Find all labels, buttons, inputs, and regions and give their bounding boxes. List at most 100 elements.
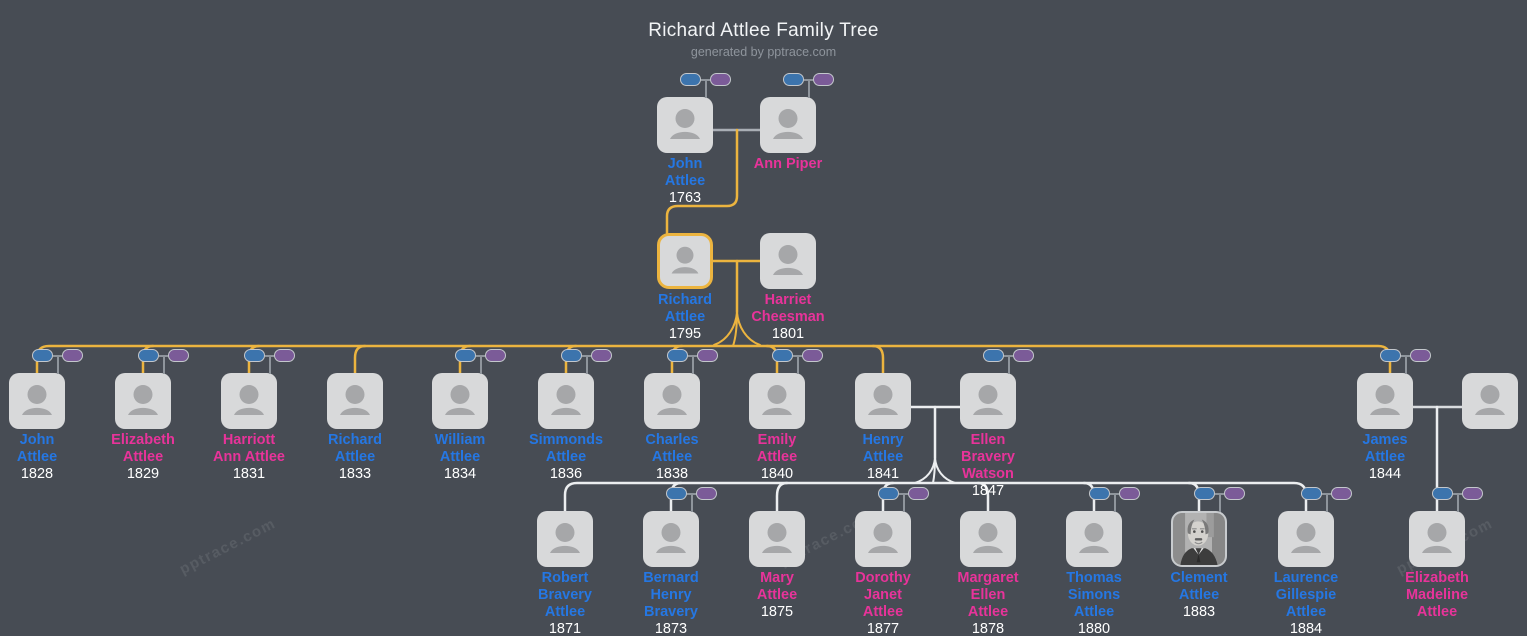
- mother-pill-icon[interactable]: [591, 349, 612, 362]
- pill-connector: [582, 354, 591, 374]
- parents-indicator[interactable]: [455, 349, 506, 374]
- father-pill-icon[interactable]: [244, 349, 265, 362]
- person-avatar-icon: [115, 373, 171, 429]
- father-pill-icon[interactable]: [680, 73, 701, 86]
- person-name-line: Harriet: [764, 292, 812, 308]
- person-label: Ann Piper: [732, 156, 844, 173]
- mother-pill-icon[interactable]: [1410, 349, 1431, 362]
- father-pill-icon[interactable]: [561, 349, 582, 362]
- parents-indicator[interactable]: [1380, 349, 1431, 374]
- mother-pill-icon[interactable]: [485, 349, 506, 362]
- person-photo: [1171, 511, 1227, 567]
- father-pill-icon[interactable]: [1380, 349, 1401, 362]
- person-birth-year: 1801: [771, 326, 805, 342]
- mother-pill-icon[interactable]: [1013, 349, 1034, 362]
- pill-connector: [793, 354, 802, 374]
- father-pill-icon[interactable]: [32, 349, 53, 362]
- father-pill-icon[interactable]: [772, 349, 793, 362]
- person-birth-year: 1763: [668, 190, 702, 206]
- person-name-line: Richard: [328, 432, 382, 448]
- person-name-line: Simons: [1067, 587, 1121, 603]
- father-pill-icon[interactable]: [1089, 487, 1110, 500]
- parents-indicator[interactable]: [783, 73, 834, 98]
- parents-indicator[interactable]: [244, 349, 295, 374]
- parents-indicator[interactable]: [561, 349, 612, 374]
- mother-pill-icon[interactable]: [168, 349, 189, 362]
- father-pill-icon[interactable]: [666, 487, 687, 500]
- parents-indicator[interactable]: [666, 487, 717, 512]
- parents-indicator[interactable]: [1194, 487, 1245, 512]
- parents-indicator[interactable]: [138, 349, 189, 374]
- pill-connector: [53, 354, 62, 374]
- pill-connector: [265, 354, 274, 374]
- person-name-line: Janet: [864, 587, 902, 603]
- mother-pill-icon[interactable]: [710, 73, 731, 86]
- parents-indicator[interactable]: [32, 349, 83, 374]
- parents-indicator[interactable]: [667, 349, 718, 374]
- mother-pill-icon[interactable]: [1462, 487, 1483, 500]
- mother-pill-icon[interactable]: [696, 487, 717, 500]
- father-pill-icon[interactable]: [1432, 487, 1453, 500]
- person-name-line: Harriott: [222, 432, 276, 448]
- mother-pill-icon[interactable]: [697, 349, 718, 362]
- person-name-line: Elizabeth: [111, 432, 175, 448]
- parents-indicator[interactable]: [878, 487, 929, 512]
- mother-pill-icon[interactable]: [1224, 487, 1245, 500]
- parents-indicator[interactable]: [680, 73, 731, 98]
- mother-pill-icon[interactable]: [274, 349, 295, 362]
- father-pill-icon[interactable]: [878, 487, 899, 500]
- person-avatar-icon: [9, 373, 65, 429]
- person-birth-year: 1880: [1077, 621, 1111, 636]
- mother-pill-icon[interactable]: [1119, 487, 1140, 500]
- mother-pill-icon[interactable]: [1331, 487, 1352, 500]
- person-name-line: James: [1362, 432, 1408, 448]
- father-pill-icon[interactable]: [1194, 487, 1215, 500]
- father-pill-icon[interactable]: [138, 349, 159, 362]
- person-name-line: Bernard: [643, 570, 699, 586]
- father-pill-icon[interactable]: [1301, 487, 1322, 500]
- father-pill-icon[interactable]: [455, 349, 476, 362]
- person-avatar-icon: [657, 97, 713, 153]
- mother-pill-icon[interactable]: [62, 349, 83, 362]
- parents-indicator[interactable]: [1432, 487, 1483, 512]
- mother-pill-icon[interactable]: [908, 487, 929, 500]
- father-pill-icon[interactable]: [667, 349, 688, 362]
- father-pill-icon[interactable]: [783, 73, 804, 86]
- person-name-line: William: [434, 432, 486, 448]
- person-node-ann[interactable]: Ann Piper: [754, 73, 834, 172]
- mother-pill-icon[interactable]: [813, 73, 834, 86]
- parents-indicator[interactable]: [1089, 487, 1140, 512]
- person-name-line: Simmonds: [528, 432, 604, 448]
- parents-indicator[interactable]: [983, 349, 1034, 374]
- parents-indicator[interactable]: [1301, 487, 1352, 512]
- parents-indicator[interactable]: [772, 349, 823, 374]
- father-pill-icon[interactable]: [983, 349, 1004, 362]
- pill-connector: [159, 354, 168, 374]
- mother-pill-icon[interactable]: [802, 349, 823, 362]
- person-node-spouse_unknown[interactable]: [1462, 373, 1518, 429]
